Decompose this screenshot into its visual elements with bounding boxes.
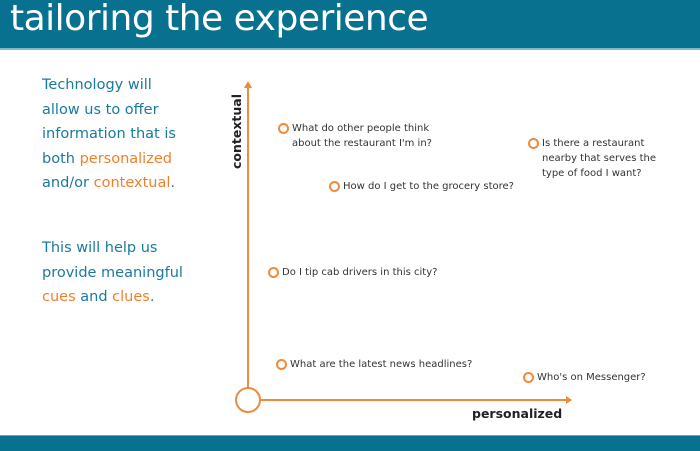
intro-paragraph-2: This will help us provide meaningful cue… [42, 236, 183, 310]
intro-line: This will help us [42, 240, 158, 256]
highlight-clues: clues [112, 289, 150, 305]
x-axis-label: personalized [472, 406, 563, 421]
highlight-cues: cues [42, 289, 76, 305]
point-text: nearby that serves the [542, 153, 657, 164]
text: and [75, 289, 113, 305]
y-axis-arrow-icon [244, 81, 252, 88]
point-text: How do I get to the grocery store? [343, 181, 514, 192]
point-text: Is there a restaurant [542, 138, 645, 149]
intro-line: Technology will [42, 77, 152, 93]
point-text: Who's on Messenger? [537, 372, 646, 383]
intro-line: information that is [42, 126, 176, 142]
text: both [42, 150, 80, 167]
point-news: What are the latest news headlines? [275, 357, 473, 372]
point-text: What do other people think [292, 123, 430, 134]
footer-bar [0, 435, 700, 451]
x-axis-arrow-icon [566, 396, 572, 404]
highlight-personalized: personalized [79, 150, 172, 167]
text: . [170, 175, 175, 191]
point-restaurant-nearby: Is there a restaurant nearby that serves… [527, 136, 657, 181]
slide-title: tailoring the experience [10, 0, 429, 39]
point-text: type of food I want? [542, 168, 642, 179]
header-bar: tailoring the experience [0, 0, 700, 50]
text: and/or [42, 175, 94, 191]
origin-circle [235, 387, 261, 413]
point-grocery: How do I get to the grocery store? [329, 179, 514, 194]
intro-line: both personalized [42, 147, 176, 172]
intro-line: provide meaningful [42, 264, 183, 281]
y-axis-label: contextual [229, 93, 245, 170]
point-text: Do I tip cab drivers in this city? [282, 267, 438, 278]
point-text: What are the latest news headlines? [290, 359, 473, 370]
intro-line: and/or contextual. [42, 171, 176, 196]
point-messenger: Who's on Messenger? [523, 370, 646, 385]
intro-paragraph: Technology will allow us to offer inform… [42, 73, 176, 196]
point-tip-cab: Do I tip cab drivers in this city? [267, 265, 438, 280]
highlight-contextual: contextual [93, 175, 171, 191]
point-text: about the restaurant I'm in? [292, 138, 432, 149]
point-restaurant-opinions: What do other people think about the res… [278, 121, 432, 151]
intro-line: cues and clues. [42, 285, 183, 310]
intro-line: allow us to offer [42, 101, 159, 118]
text: . [149, 289, 155, 305]
